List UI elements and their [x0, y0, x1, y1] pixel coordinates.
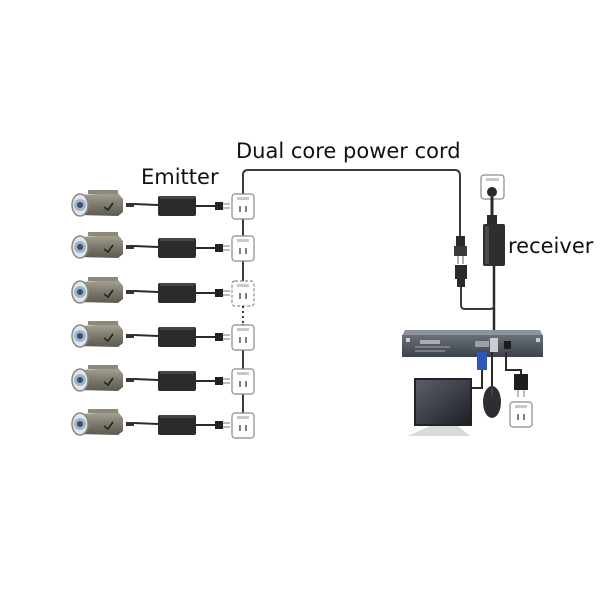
dc-connector: [126, 290, 134, 294]
receiver-label: receiver: [508, 234, 594, 258]
camera-icon: [71, 365, 123, 392]
camera-row: [71, 190, 255, 220]
emitter-label: Emitter: [141, 165, 219, 189]
mouse: [483, 352, 501, 418]
wall-socket-nvr: [509, 401, 533, 428]
camera-icon: [71, 190, 123, 217]
ac-plug: [215, 333, 230, 341]
dc-cable: [133, 378, 159, 381]
power-cord-label: Dual core power cord: [236, 139, 461, 163]
nvr-recorder: [402, 330, 543, 357]
dc-connector: [126, 245, 134, 249]
dc-cable: [133, 245, 159, 248]
ac-plug: [215, 289, 230, 297]
monitor: [408, 378, 472, 436]
camera-row: [71, 365, 255, 395]
ac-plug: [215, 421, 230, 429]
wall-socket: [231, 368, 255, 395]
dc-cable: [133, 422, 159, 425]
wall-socket: [231, 235, 255, 262]
wall-socket-receiver: [480, 174, 505, 200]
emitter-adapter: [158, 415, 196, 435]
cord-plug-connector: [454, 236, 495, 310]
camera-row: [71, 321, 255, 351]
camera-icon: [71, 409, 123, 436]
camera-row: [71, 232, 255, 262]
ac-plug: [215, 244, 230, 252]
camera-row: [71, 277, 255, 307]
wall-socket: [231, 324, 255, 351]
wall-socket: [231, 193, 255, 220]
dc-connector: [126, 422, 134, 426]
ac-plug: [215, 202, 230, 210]
emitter-adapter: [158, 371, 196, 391]
dc-connector: [126, 203, 134, 207]
receiver-adapter: [483, 197, 505, 332]
ac-plug: [215, 377, 230, 385]
dc-cable: [133, 203, 159, 206]
vga-cable: [472, 352, 487, 389]
nvr-power-plug: [505, 352, 528, 397]
emitter-adapter: [158, 283, 196, 303]
camera-row: [71, 409, 255, 439]
emitter-adapter: [158, 196, 196, 216]
dc-cable: [133, 334, 159, 337]
wall-socket: [231, 412, 255, 439]
emitter-adapter: [158, 327, 196, 347]
wall-socket: [231, 280, 255, 307]
dc-cable: [133, 290, 159, 293]
dc-connector: [126, 378, 134, 382]
camera-icon: [71, 277, 123, 304]
camera-icon: [71, 321, 123, 348]
emitter-adapter: [158, 238, 196, 258]
dc-connector: [126, 334, 134, 338]
camera-icon: [71, 232, 123, 259]
